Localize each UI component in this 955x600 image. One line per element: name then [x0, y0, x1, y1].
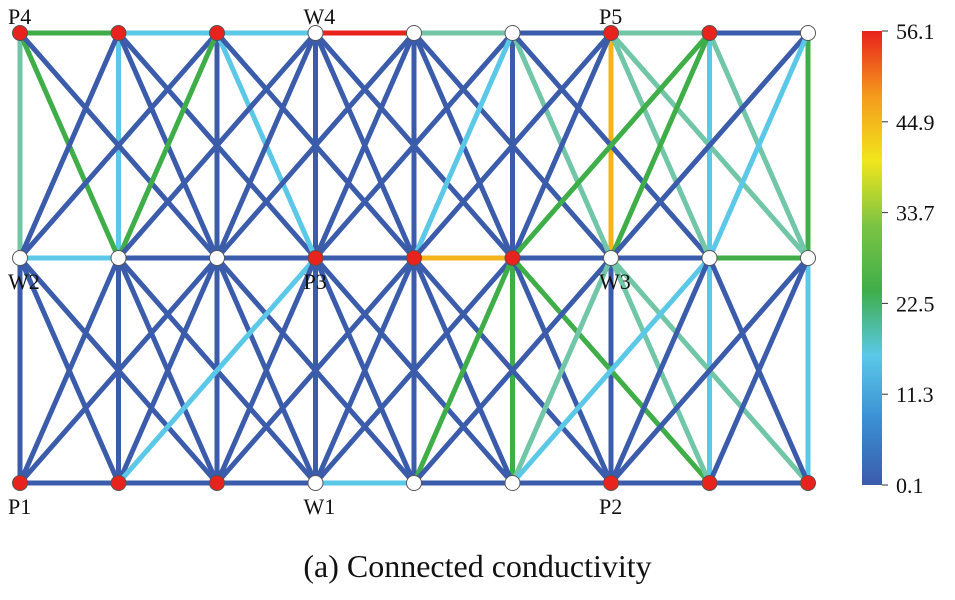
injector-node-r1c1	[110, 250, 127, 266]
edge-74	[17, 255, 121, 486]
injector-node-r1c7	[701, 250, 718, 266]
colorbar-scale	[862, 31, 882, 485]
node-label-p3: P3	[304, 269, 327, 294]
node-label-w2: W2	[8, 269, 40, 294]
colorbar-tick-label: 33.7	[896, 201, 935, 226]
edge-82	[214, 255, 318, 486]
colorbar-ticks: 56.1 44.9 33.7 22.5 11.3 0.1	[882, 19, 935, 498]
edge-56	[313, 30, 417, 261]
producer-node-r2c2	[209, 475, 225, 491]
injector-node-r0c5	[504, 25, 521, 41]
edge-55	[214, 30, 417, 261]
producer-node-r1c4	[406, 250, 422, 266]
edge-51	[116, 30, 318, 261]
colorbar: 56.1 44.9 33.7 22.5 11.3 0.1	[862, 19, 935, 498]
edge-64	[510, 30, 614, 261]
edge-81	[116, 255, 318, 486]
injector-node-r0c4	[406, 25, 422, 41]
node-label-w3: W3	[599, 269, 631, 294]
colorbar-tick-label: 11.3	[896, 382, 934, 407]
colorbar-tick-label: 0.1	[896, 473, 924, 498]
edge-77	[17, 255, 220, 486]
node-label-p2: P2	[599, 494, 622, 519]
injector-node-r0c3	[307, 25, 324, 41]
producer-node-r2c0	[12, 475, 28, 491]
injector-node-r1c2	[209, 250, 225, 266]
producer-node-r2c7	[701, 475, 718, 491]
injector-node-r1c0	[12, 250, 28, 266]
edge-78	[116, 255, 220, 486]
injector-node-r1c8	[800, 250, 816, 266]
edge-52	[214, 30, 318, 261]
edge-100	[608, 255, 811, 486]
injector-node-r0c8	[800, 25, 816, 41]
producer-node-r2c1	[110, 475, 127, 491]
node-label-p4: P4	[8, 4, 31, 29]
edge-67	[510, 30, 712, 261]
producer-node-r0c2	[209, 25, 225, 41]
edge-70	[608, 30, 811, 261]
edge-48	[116, 30, 220, 261]
edge-85	[214, 255, 417, 486]
node-label-w4: W4	[304, 4, 336, 29]
edge-93	[411, 255, 614, 486]
edge-layer	[17, 30, 811, 486]
edge-59	[313, 30, 515, 261]
producer-node-r0c1	[110, 25, 127, 41]
edge-94	[510, 255, 614, 486]
edge-68	[608, 30, 712, 261]
injector-node-r2c4	[406, 475, 422, 491]
node-label-w1: W1	[304, 494, 336, 519]
edge-97	[510, 255, 712, 486]
edge-60	[411, 30, 515, 261]
edge-90	[411, 255, 515, 486]
producer-node-r2c6	[603, 475, 619, 491]
node-label-p1: P1	[8, 494, 31, 519]
edge-86	[313, 255, 417, 486]
edge-101	[707, 255, 811, 486]
producer-node-r0c0	[12, 25, 28, 41]
edge-89	[313, 255, 515, 486]
edge-71	[707, 30, 811, 261]
colorbar-tick-label: 44.9	[896, 110, 935, 135]
producer-node-r0c7	[701, 25, 718, 41]
injector-node-r2c3	[307, 475, 324, 491]
edge-63	[411, 30, 614, 261]
edge-98	[608, 255, 712, 486]
injector-node-r1c6	[603, 250, 619, 266]
producer-node-r2c8	[800, 475, 816, 491]
producer-node-r1c5	[504, 250, 521, 266]
colorbar-tick-label: 22.5	[896, 291, 935, 316]
producer-node-r1c3	[307, 250, 324, 266]
colorbar-tick-label: 56.1	[896, 19, 935, 44]
injector-node-r2c5	[504, 475, 521, 491]
node-label-p5: P5	[599, 4, 622, 29]
node-layer	[12, 25, 816, 491]
producer-node-r0c6	[603, 25, 619, 41]
edge-47	[17, 30, 220, 261]
edge-44	[17, 30, 121, 261]
figure-caption: (a) Connected conductivity	[303, 548, 652, 584]
